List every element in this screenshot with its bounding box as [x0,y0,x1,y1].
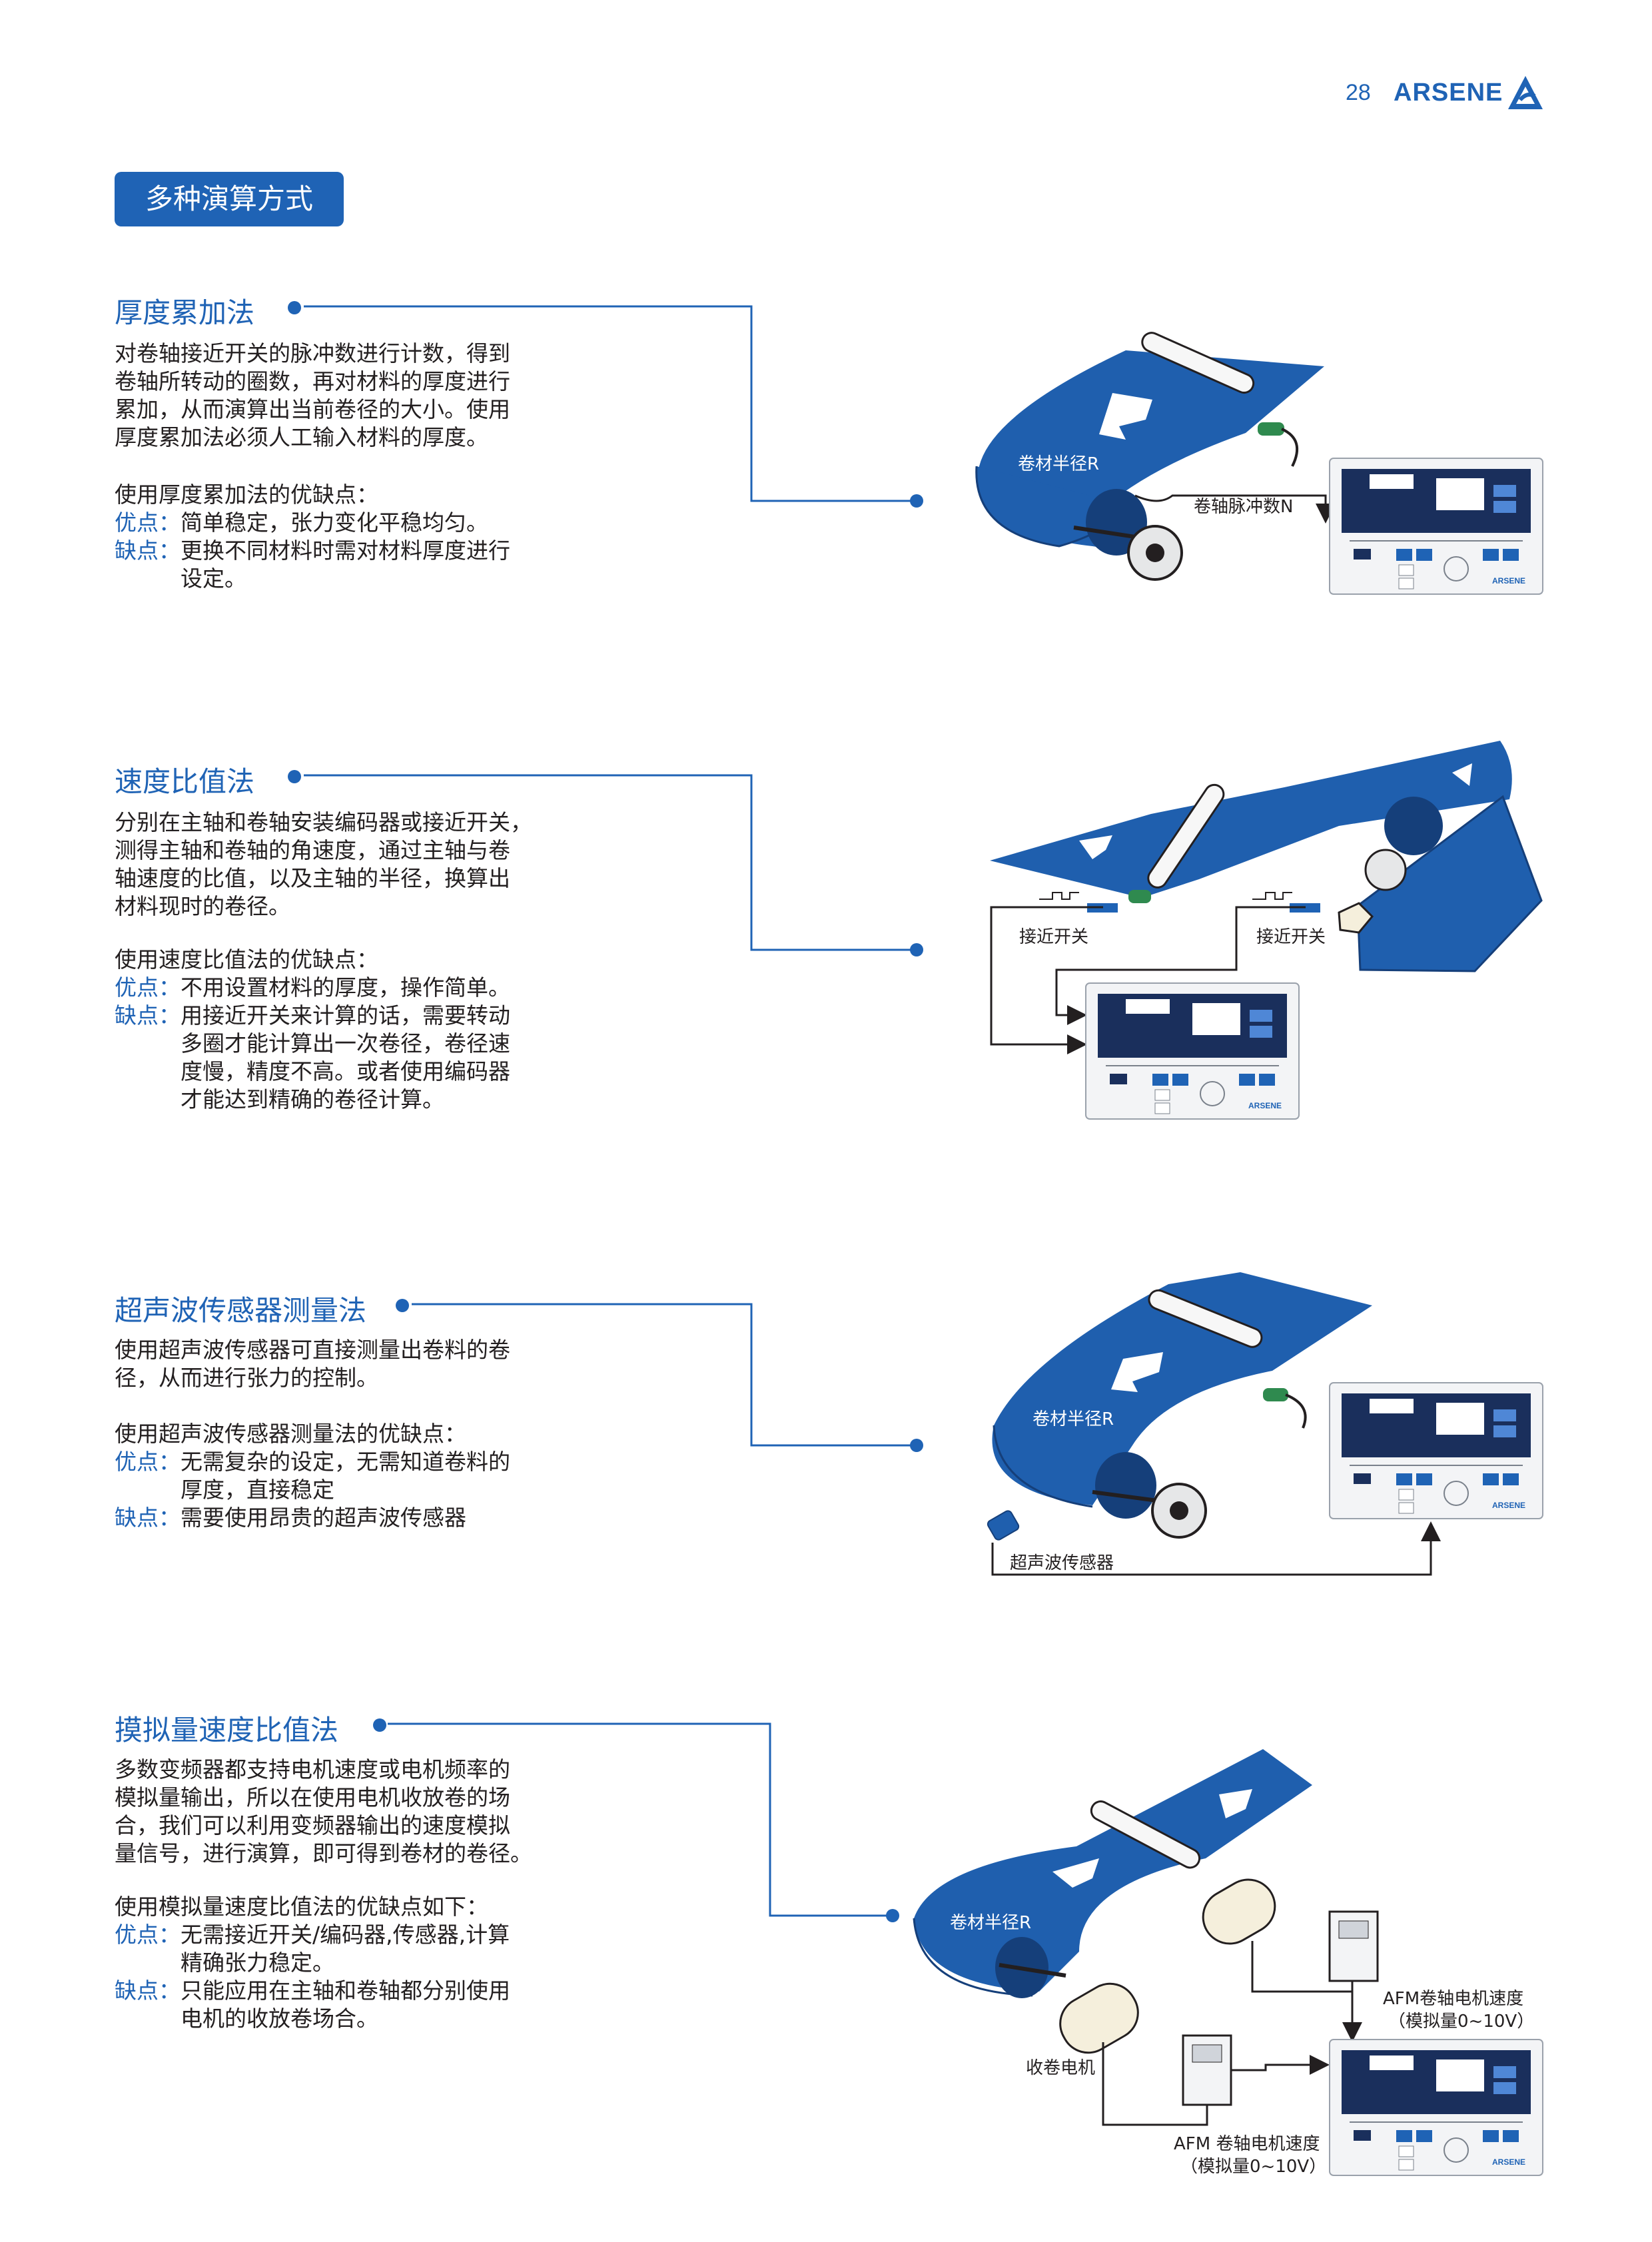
cons-label: 缺点： [115,538,181,563]
pros-cons-block: 使用速度比值法的优缺点： 优点： 不用设置材料的厚度，操作简单。 缺点： 用接近… [115,946,510,1112]
pros-label: 优点： [115,1449,181,1475]
method-description: 使用超声波传感器可直接测量出卷料的卷 径，从而进行张力的控制。 [115,1337,510,1391]
pros-cons-block: 使用超声波传感器测量法的优缺点： 优点： 无需复杂的设定，无需知道卷料的厚度，直… [115,1421,510,1531]
method-title: 速度比值法 [115,765,255,798]
method-title: 厚度累加法 [115,296,255,329]
cons-label: 缺点： [115,1002,181,1028]
label-radius: 卷材半径R [1032,1409,1114,1429]
diagram-thickness-accumulation [975,328,1543,595]
label-afm-top-2: （模拟量0~10V） [1388,2012,1535,2032]
method-description: 对卷轴接近开关的脉冲数进行计数，得到 卷轴所转动的圈数，再对材料的厚度进行 累加… [115,340,510,450]
page-number: 28 [1346,80,1371,105]
label-proximity-switch-left: 接近开关 [1019,927,1089,947]
label-afm-top-1: AFM卷轴电机速度 [1383,1989,1524,2009]
title-dot-icon [288,301,301,314]
diagram-ultrasonic [987,1272,1543,1576]
brand-name: ARSENE [1394,79,1503,107]
method-title: 超声波传感器测量法 [115,1294,367,1327]
label-proximity-switch-right: 接近开关 [1256,927,1326,947]
connector-end-dot [910,1439,923,1452]
label-radius: 卷材半径R [1018,454,1100,474]
label-ultrasonic-sensor: 超声波传感器 [1010,1553,1114,1573]
method-description: 多数变频器都支持电机速度或电机频率的 模拟量输出，所以在使用电机收放卷的场 合，… [115,1756,532,1866]
pros-label: 优点： [115,1922,181,1948]
label-afm-bottom-2: （模拟量0~10V） [1180,2157,1327,2177]
title-dot-icon [288,770,301,783]
pros-label: 优点： [115,510,181,536]
connector-end-dot [886,1909,899,1922]
arsene-logo-icon [1508,76,1543,109]
cons-label: 缺点： [115,1505,181,1531]
label-afm-bottom-1: AFM 卷轴电机速度 [1174,2134,1320,2154]
diagram-speed-ratio [990,741,1543,1120]
title-dot-icon [373,1718,386,1732]
connector-end-dot [910,494,923,508]
method-description: 分别在主轴和卷轴安装编码器或接近开关， 测得主轴和卷轴的角速度，通过主轴与卷 轴… [115,809,532,919]
connector-end-dot [910,943,923,956]
label-radius: 卷材半径R [950,1913,1032,1933]
diagram-analog-speed-ratio [913,1749,1543,2176]
pros-cons-block: 使用模拟量速度比值法的优缺点如下： 优点： 无需接近开关/编码器,传感器,计算精… [115,1894,510,2032]
label-winding-motor: 收卷电机 [1026,2058,1096,2078]
pros-cons-block: 使用厚度累加法的优缺点： 优点： 简单稳定，张力变化平稳均匀。 缺点： 更换不同… [115,482,510,591]
cons-label: 缺点： [115,1978,181,2004]
label-pulse: 卷轴脉冲数N [1194,497,1294,517]
section-title-badge: 多种演算方式 [115,172,344,226]
connector-lines [304,305,917,1917]
method-title: 摸拟量速度比值法 [115,1714,339,1746]
title-dot-icon [396,1299,409,1312]
pros-label: 优点： [115,974,181,1000]
